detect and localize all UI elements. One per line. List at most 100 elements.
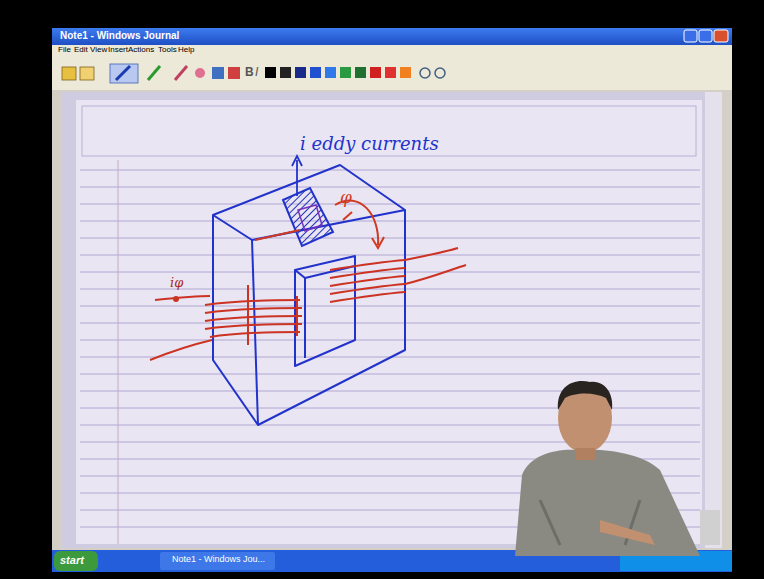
- lecturer: [515, 450, 700, 556]
- ruled-line: [80, 306, 700, 307]
- menu-bar: [52, 45, 732, 57]
- ruled-line: [80, 187, 700, 188]
- primary-coil: [296, 296, 298, 336]
- primary-coil: [205, 316, 302, 321]
- color-palette: [295, 67, 306, 78]
- color-palette: [370, 67, 381, 78]
- flux-arrow: [372, 237, 384, 248]
- eddy-current-region: [298, 205, 322, 231]
- secondary-coil: [330, 248, 466, 302]
- lecturer: [540, 500, 640, 545]
- menu-item: Help: [178, 46, 194, 55]
- lecturer: [700, 510, 720, 545]
- ruled-line: [80, 272, 700, 273]
- transformer-core: [295, 256, 355, 366]
- ruled-line: [80, 340, 700, 341]
- primary-coil: [150, 285, 302, 360]
- color-palette: [340, 67, 351, 78]
- lecturer: [558, 381, 612, 410]
- ruled-line: [80, 170, 700, 171]
- transformer-core: [258, 210, 405, 425]
- color-palette: [280, 67, 291, 78]
- handwritten-label: iφ: [170, 276, 183, 290]
- flux-arrow: [255, 201, 384, 248]
- color-palette: [385, 67, 396, 78]
- menu-item: Insert: [108, 46, 128, 55]
- color-palette: [400, 67, 411, 78]
- color-palette: [325, 67, 336, 78]
- lecturer: [515, 381, 720, 556]
- margin-line: [118, 160, 119, 544]
- eddy-current-region: [292, 156, 302, 166]
- toolbar-button: B: [245, 66, 254, 79]
- toolbar: [52, 57, 732, 90]
- menu-item: Actions: [128, 46, 154, 55]
- color-palette: [355, 67, 366, 78]
- page-header: [82, 106, 696, 156]
- toolbar-icons: [116, 66, 130, 80]
- ruled-line: [80, 323, 700, 324]
- transformer-core: [295, 270, 305, 358]
- secondary-coil: [405, 248, 458, 260]
- flux-arrow: [343, 212, 352, 220]
- toolbar-icons: [195, 68, 205, 78]
- lecturer: [575, 448, 595, 460]
- toolbar-icons: [212, 67, 224, 79]
- primary-coil: [205, 300, 300, 305]
- color-palette: [265, 67, 445, 78]
- ruled-line: [80, 374, 700, 375]
- color-palette: [265, 67, 276, 78]
- primary-coil: [247, 285, 249, 345]
- primary-coil: [155, 296, 210, 300]
- taskbar-text: start: [60, 554, 84, 566]
- menu-item: Tools: [158, 46, 177, 55]
- toolbar-button: I: [255, 66, 258, 79]
- color-palette: [310, 67, 321, 78]
- toolbar-icons: [62, 64, 240, 83]
- toolbar-icons: [228, 67, 240, 79]
- start-button: [54, 551, 98, 571]
- window-frame: [52, 28, 732, 556]
- ruled-line: [80, 221, 700, 222]
- toolbar-icons: [80, 67, 94, 80]
- window-title: Note1 - Windows Journal: [60, 30, 179, 41]
- transformer-core: [213, 165, 405, 425]
- menu-item: View: [90, 46, 107, 55]
- window-buttons: [714, 30, 728, 42]
- primary-coil: [150, 340, 212, 360]
- eddy-current-region: [296, 160, 298, 196]
- scroll-bar: [705, 92, 722, 548]
- menu-item: File: [58, 46, 71, 55]
- window-buttons: [684, 30, 728, 42]
- handwritten-label: i eddy currents: [300, 134, 439, 154]
- lecturer: [600, 520, 655, 545]
- eddy-current-region: [283, 188, 333, 246]
- toolbar-icons: [148, 66, 160, 80]
- primary-coil: [205, 324, 302, 329]
- window-buttons: [684, 30, 697, 42]
- taskbar-item: [160, 552, 275, 570]
- flux-arrow: [255, 230, 300, 240]
- taskbar-text: Note1 - Windows Jou...: [172, 555, 265, 565]
- primary-coil: [174, 297, 178, 301]
- toolbar-icons: [62, 67, 76, 80]
- color-palette: [420, 68, 430, 78]
- menu-item: Edit: [74, 46, 88, 55]
- title-bar: [52, 28, 732, 45]
- toolbar-icons: [175, 66, 187, 80]
- window-buttons: [699, 30, 712, 42]
- primary-coil: [210, 332, 300, 337]
- primary-coil: [205, 308, 302, 313]
- ruled-line: [80, 255, 700, 256]
- ruled-line: [80, 442, 700, 443]
- secondary-coil: [405, 265, 466, 284]
- secondary-coil: [330, 292, 405, 302]
- ruled-line: [80, 204, 700, 205]
- ruled-line: [80, 238, 700, 239]
- color-palette: [435, 68, 445, 78]
- handwritten-label: φ: [340, 188, 352, 207]
